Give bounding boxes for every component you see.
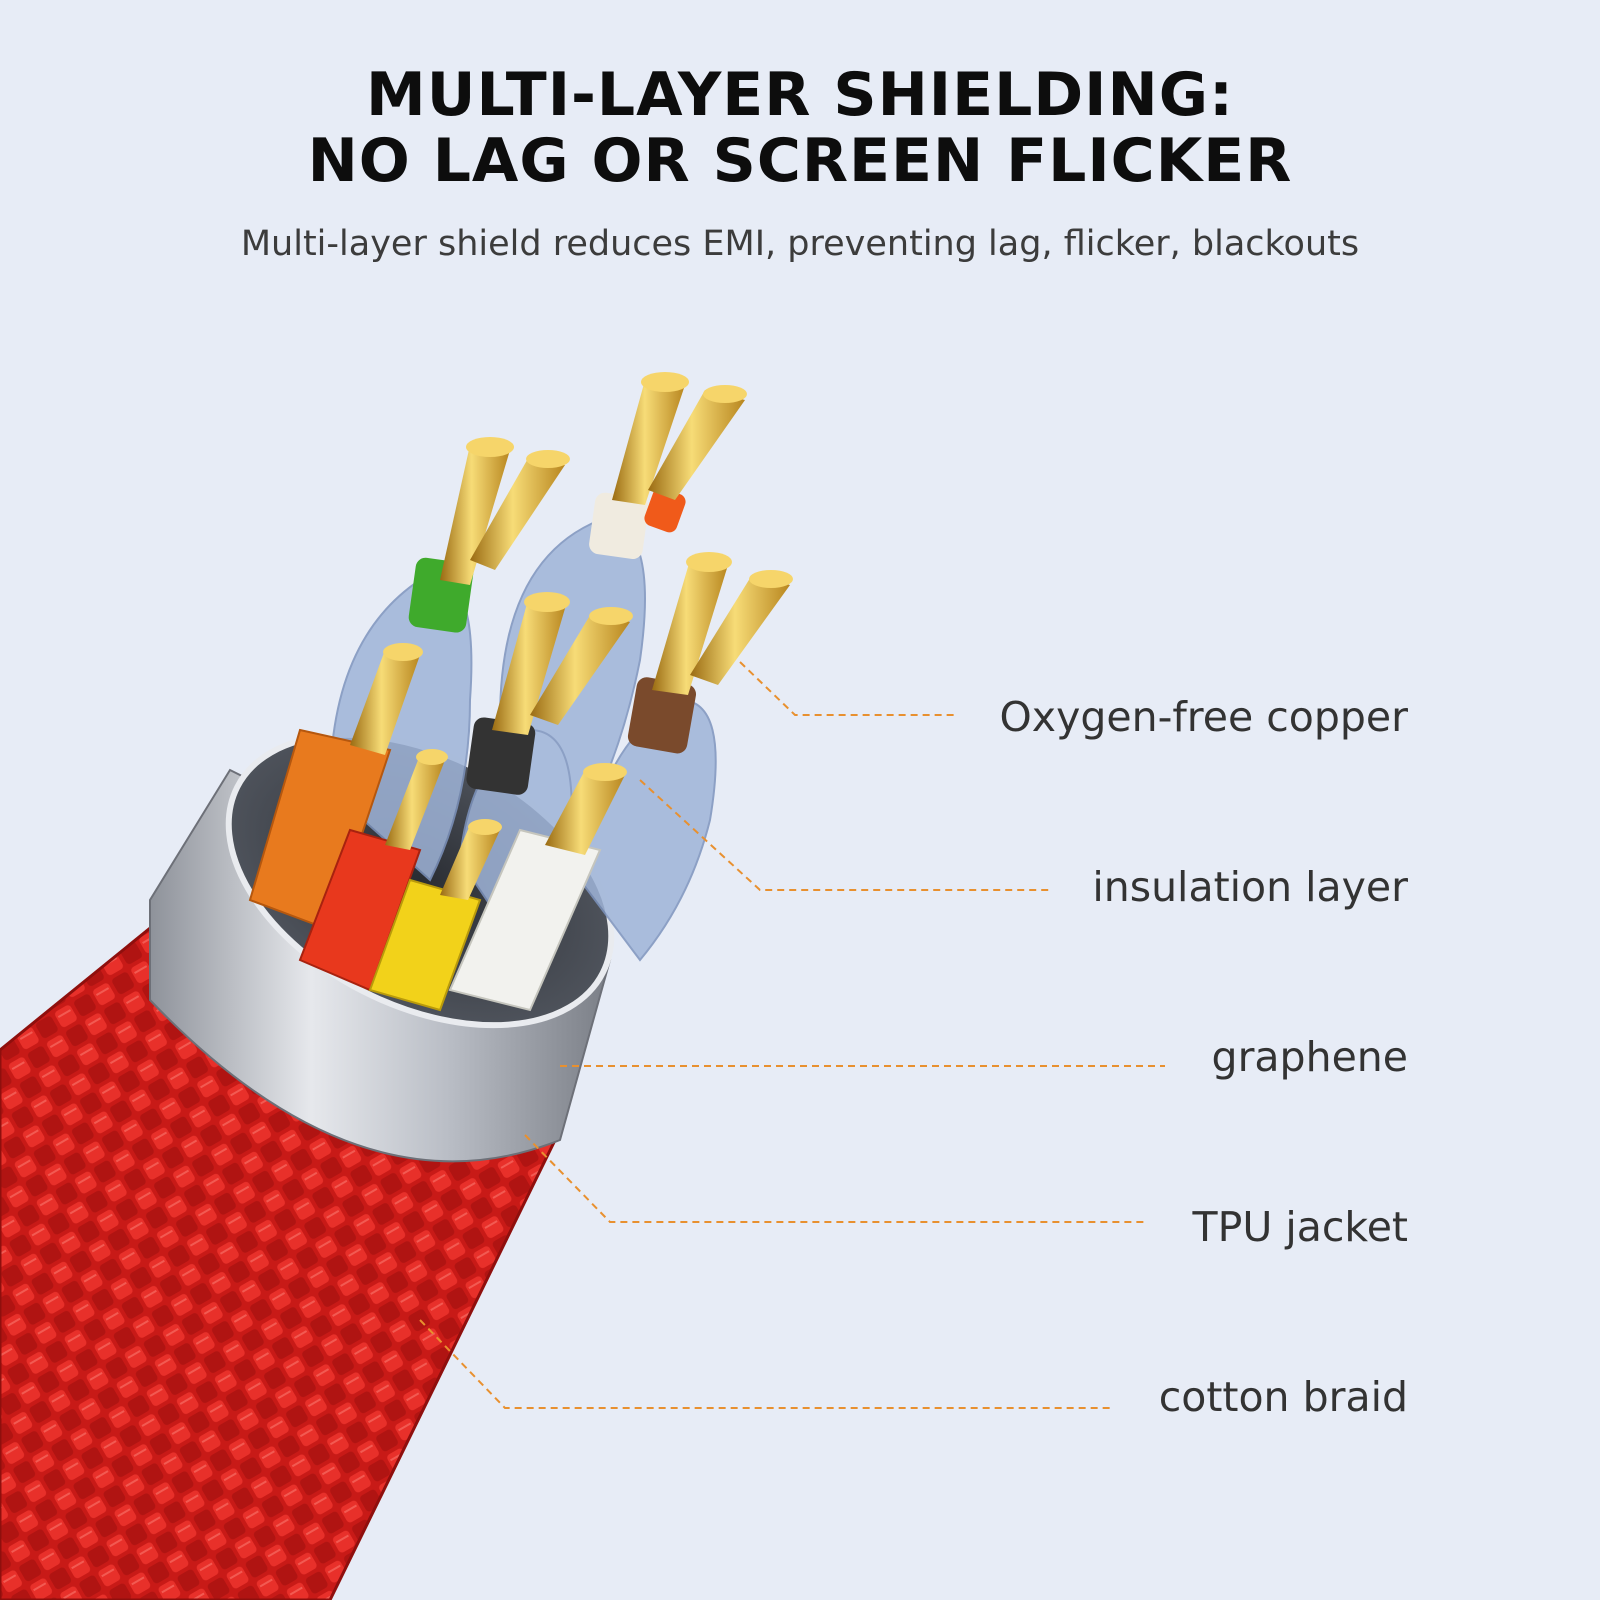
callout-cotton-braid: cotton braid xyxy=(1158,1373,1408,1421)
subtitle: Multi-layer shield reduces EMI, preventi… xyxy=(240,224,1360,264)
leader-line-insulation xyxy=(639,779,1050,891)
headline-line-1: MULTI-LAYER SHIELDING: xyxy=(366,60,1234,130)
callout-tpu-jacket: TPU jacket xyxy=(1192,1203,1408,1251)
leader-lines xyxy=(419,661,1165,1409)
callout-graphene: graphene xyxy=(1211,1033,1408,1081)
leader-line-copper xyxy=(739,661,955,716)
callout-oxygen-free-copper: Oxygen-free copper xyxy=(999,693,1408,741)
headline: MULTI-LAYER SHIELDING: NO LAG OR SCREEN … xyxy=(0,62,1600,194)
oxygen-free-copper-conductors xyxy=(350,372,793,900)
callout-insulation-layer: insulation layer xyxy=(1092,863,1408,911)
leader-line-tpu xyxy=(524,1134,1145,1223)
headline-line-2: NO LAG OR SCREEN FLICKER xyxy=(307,126,1293,196)
leader-line-braid xyxy=(419,1319,1110,1409)
